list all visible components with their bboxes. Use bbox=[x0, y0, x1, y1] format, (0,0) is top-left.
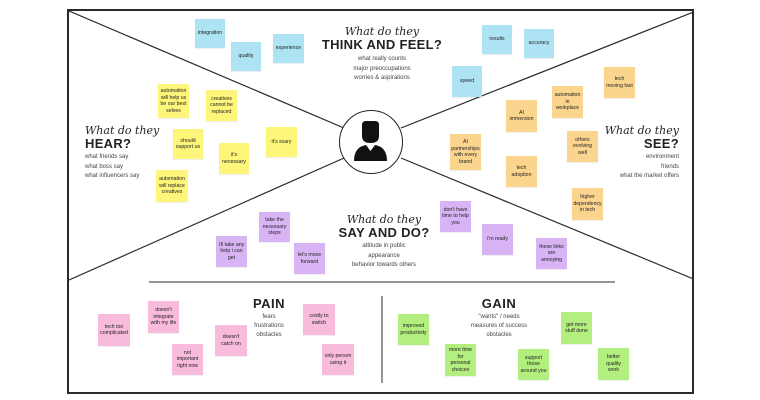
sticky-note[interactable]: take the necessary steps bbox=[259, 212, 290, 242]
pain-line: fears bbox=[262, 313, 276, 320]
say-do-script: What do they bbox=[346, 213, 422, 226]
say-do-line: behavior towards others bbox=[351, 261, 417, 268]
sticky-note[interactable]: these links are annoying bbox=[536, 238, 567, 269]
sticky-note[interactable]: speed bbox=[452, 66, 482, 97]
diagonal-line-bottom-left bbox=[69, 157, 345, 281]
sticky-note[interactable]: doesn't catch on bbox=[215, 325, 247, 356]
diagonal-line-bottom-right bbox=[400, 157, 692, 279]
sticky-note[interactable]: should support us bbox=[173, 129, 203, 159]
sticky-note[interactable]: more time for personal choices bbox=[445, 344, 476, 376]
hear-line: what influencers say bbox=[85, 172, 140, 179]
sticky-note[interactable]: i'm ready bbox=[482, 224, 513, 255]
sticky-note[interactable]: automation will help us be our best selv… bbox=[158, 84, 189, 118]
gain-title: GAIN bbox=[481, 296, 517, 311]
sticky-note[interactable]: doesn't integrate with my life bbox=[148, 301, 179, 333]
sticky-note[interactable]: let's move forward bbox=[294, 243, 325, 274]
sticky-note[interactable]: others evolving well bbox=[567, 131, 598, 162]
sticky-note[interactable]: results bbox=[482, 25, 512, 54]
see-line: friends bbox=[660, 163, 679, 170]
sticky-note[interactable]: only person using it bbox=[322, 344, 354, 375]
hear-line: what boss say bbox=[85, 163, 124, 170]
diagonal-line-top-right bbox=[400, 11, 692, 129]
sticky-note[interactable]: accuracy bbox=[524, 29, 554, 58]
gain-heading: GAIN "wants" / needs measures of success… bbox=[454, 296, 544, 340]
pain-title: PAIN bbox=[252, 296, 286, 311]
think-feel-line: major preoccupations bbox=[353, 65, 411, 72]
empathy-map-board: What do they THINK AND FEEL? what really… bbox=[67, 9, 694, 394]
hear-line: what friends say bbox=[85, 154, 129, 161]
sticky-note[interactable]: tech adoption bbox=[506, 156, 537, 187]
see-title: SEE? bbox=[643, 136, 679, 152]
sticky-note[interactable]: support those around you bbox=[518, 349, 549, 380]
sticky-note[interactable]: not important right now bbox=[172, 344, 203, 375]
sticky-note[interactable]: costly to switch bbox=[303, 304, 335, 335]
see-line: what the market offers bbox=[619, 172, 679, 179]
gain-line: obstacles bbox=[486, 332, 512, 339]
think-feel-heading: What do they THINK AND FEEL? what really… bbox=[297, 25, 467, 83]
pain-heading: PAIN fears frustrations obstacles bbox=[234, 296, 304, 340]
see-line: environment bbox=[645, 154, 679, 161]
see-script: What do they bbox=[604, 124, 679, 137]
avatar bbox=[339, 110, 403, 174]
sticky-note[interactable]: it's scary bbox=[266, 127, 297, 157]
sticky-note[interactable]: automation in workplace bbox=[552, 86, 583, 118]
sticky-note[interactable]: improved productivity bbox=[398, 314, 429, 345]
diagonal-line-top-left bbox=[69, 11, 345, 129]
see-heading: What do they SEE? environment friends wh… bbox=[589, 124, 679, 181]
say-do-heading: What do they SAY AND DO? attitude in pub… bbox=[319, 213, 449, 270]
say-do-line: appearance bbox=[368, 252, 400, 259]
sticky-note[interactable]: integration bbox=[195, 19, 225, 48]
sticky-note[interactable]: don't have time to help you bbox=[440, 201, 471, 232]
gain-line: "wants" / needs bbox=[478, 313, 520, 320]
gain-line: measures of success bbox=[470, 322, 528, 329]
sticky-note[interactable]: it's necessary bbox=[219, 143, 249, 174]
quadrant-lines bbox=[69, 11, 692, 383]
hear-heading: What do they HEAR? what friends say what… bbox=[85, 124, 175, 181]
sticky-note[interactable]: experience bbox=[273, 34, 304, 63]
sticky-note[interactable]: quality bbox=[231, 42, 261, 71]
sticky-note[interactable]: tech moving fast bbox=[604, 67, 635, 98]
sticky-note[interactable]: get more stuff done bbox=[561, 312, 592, 344]
think-feel-title: THINK AND FEEL? bbox=[321, 37, 443, 53]
sticky-note[interactable]: automation will replace creatives bbox=[156, 170, 188, 202]
think-feel-line: what really counts bbox=[357, 56, 407, 63]
sticky-note[interactable]: creatives cannot be replaced bbox=[206, 90, 237, 121]
sticky-note[interactable]: tech too complicated bbox=[98, 314, 130, 346]
user-silhouette-icon bbox=[354, 121, 387, 161]
pain-line: frustrations bbox=[254, 322, 284, 329]
say-do-title: SAY AND DO? bbox=[338, 225, 430, 241]
hear-title: HEAR? bbox=[85, 136, 132, 152]
sticky-note[interactable]: AI immersion bbox=[506, 100, 537, 132]
sticky-note[interactable]: better quality work bbox=[598, 348, 629, 380]
sticky-note[interactable]: i'll take any help i can get bbox=[216, 236, 247, 267]
think-feel-line: worries & aspirations bbox=[354, 74, 410, 81]
pain-line: obstacles bbox=[256, 332, 282, 339]
hear-script: What do they bbox=[85, 124, 160, 137]
say-do-line: attitude in public bbox=[362, 243, 406, 250]
sticky-note[interactable]: higher dependency in tech bbox=[572, 188, 603, 220]
sticky-note[interactable]: AI partnerships with every brand bbox=[450, 134, 481, 170]
think-feel-script: What do they bbox=[344, 25, 420, 38]
